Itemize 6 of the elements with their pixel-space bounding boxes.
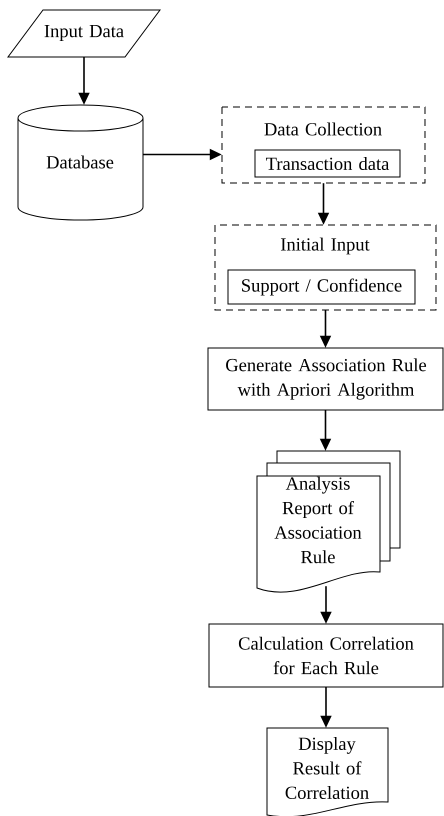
process-box: Calculation Correlation for Each Rule bbox=[208, 624, 444, 688]
database-cylinder: Database bbox=[18, 104, 144, 220]
document-stack: Analysis Report of Association Rule bbox=[256, 450, 400, 593]
process-box: Generate Association Rule with Apriori Algorithm bbox=[208, 348, 444, 410]
process-box: Transaction data bbox=[254, 150, 400, 178]
process-box: Support / Confidence bbox=[228, 270, 416, 304]
